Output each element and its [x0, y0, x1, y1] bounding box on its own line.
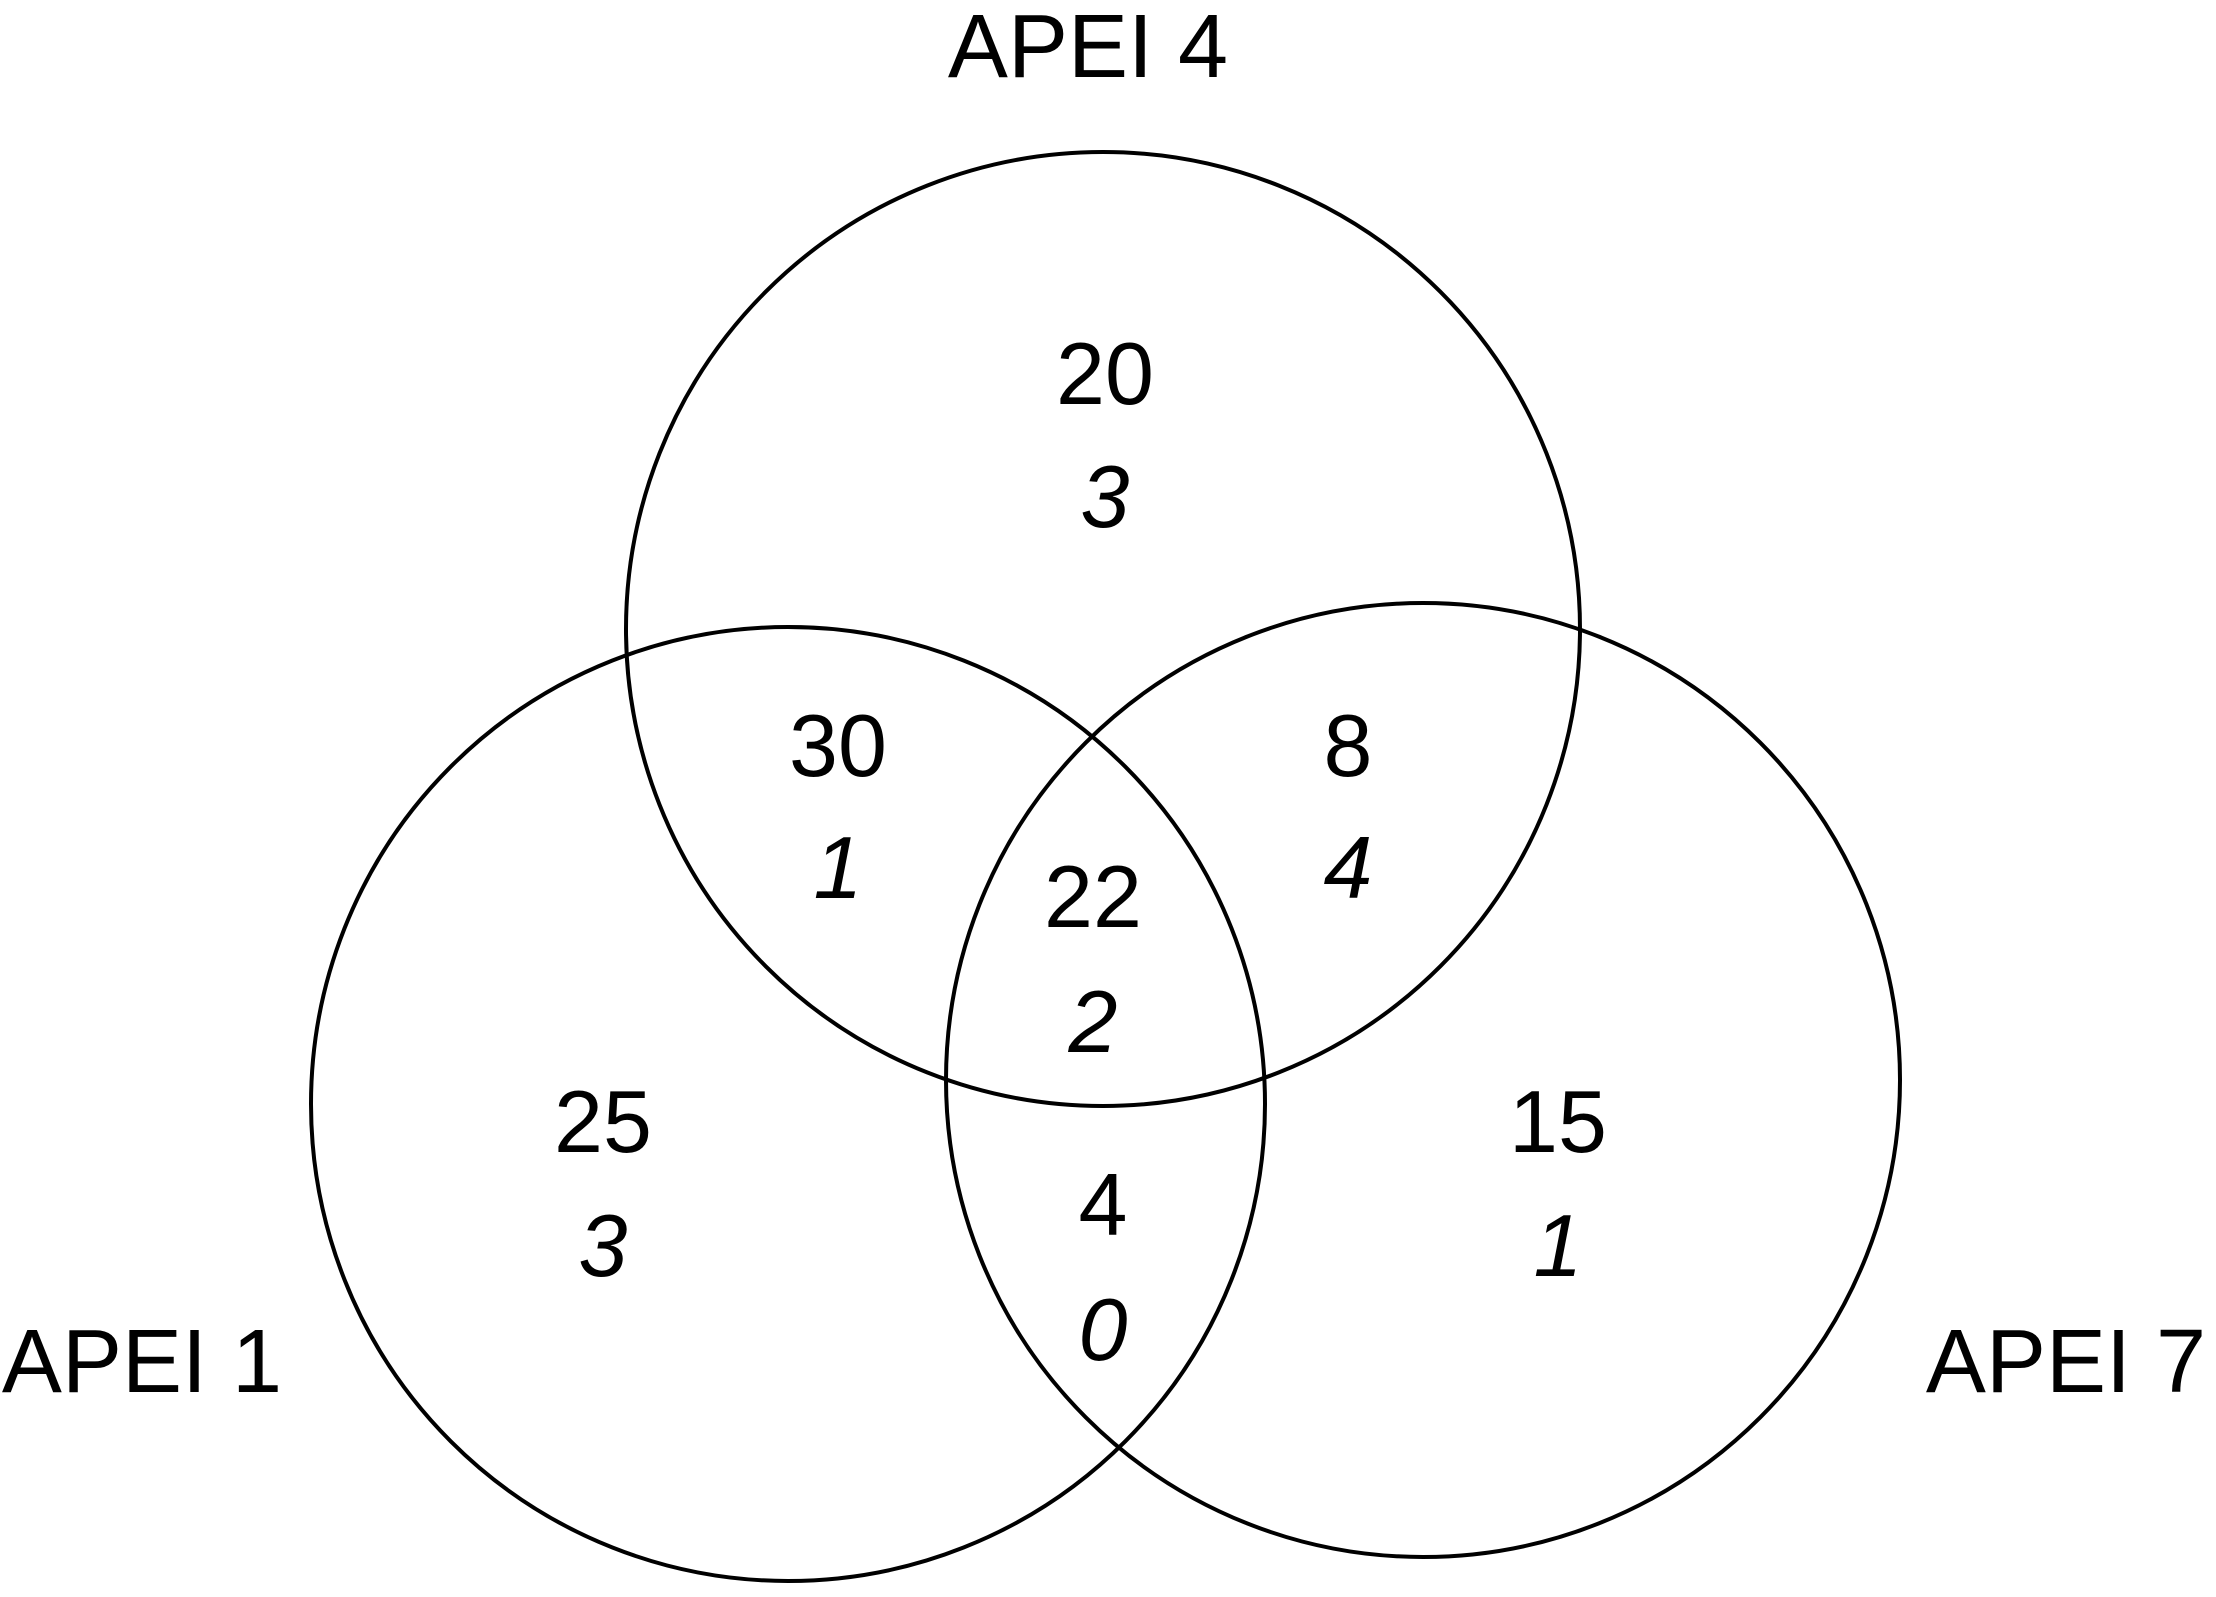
- region-all-three-count: 22: [1044, 847, 1142, 946]
- region-apei1-only-sub: 3: [579, 1196, 628, 1295]
- region-apei7-only-sub: 1: [1534, 1196, 1583, 1295]
- region-apei4-apei7-count: 8: [1324, 696, 1373, 795]
- region-all-three-sub: 2: [1068, 972, 1118, 1071]
- label-apei7: APEI 7: [1926, 1312, 2206, 1412]
- region-apei1-only-count: 25: [554, 1072, 652, 1171]
- region-apei4-apei7-sub: 4: [1324, 818, 1373, 917]
- circle-apei1: [309, 625, 1267, 1583]
- label-apei4: APEI 4: [948, 0, 1228, 97]
- label-apei1: APEI 1: [2, 1312, 282, 1412]
- region-apei1-apei7-count: 4: [1079, 1155, 1128, 1254]
- region-apei1-apei7-sub: 0: [1079, 1280, 1128, 1379]
- region-apei1-apei4-count: 30: [789, 696, 887, 795]
- region-apei1-apei4-sub: 1: [814, 818, 863, 917]
- circle-apei7: [944, 601, 1902, 1559]
- region-apei4-only-count: 20: [1056, 324, 1154, 423]
- region-apei7-only-count: 15: [1509, 1072, 1607, 1171]
- region-apei4-only-sub: 3: [1081, 447, 1130, 546]
